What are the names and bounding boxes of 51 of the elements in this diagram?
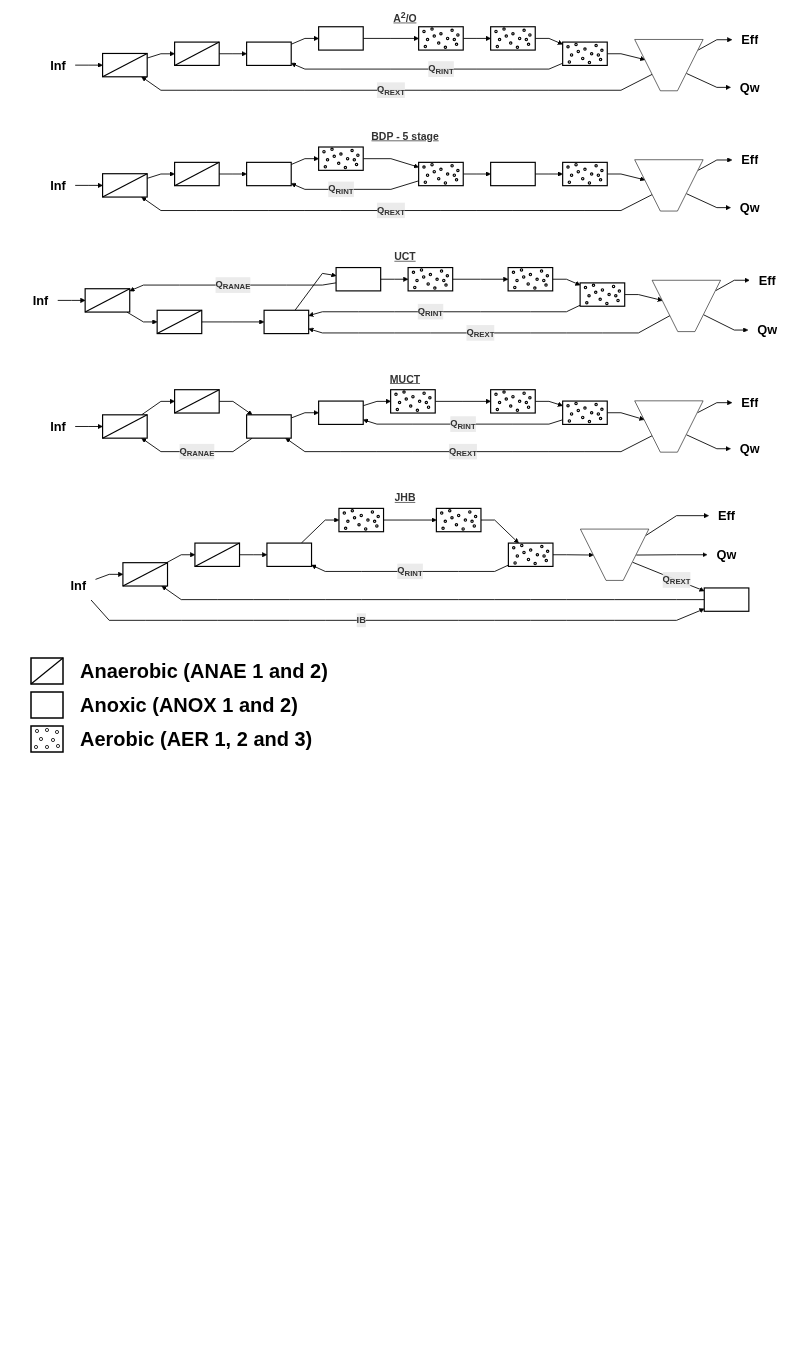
node-box	[489, 161, 536, 187]
edge-label: Q$_{RANAE}$	[214, 278, 250, 292]
node-box	[245, 414, 292, 439]
node-text: Eff	[740, 152, 758, 168]
node-box	[317, 400, 364, 425]
node-text: Qw	[716, 547, 737, 563]
legend-text: Anaerobic (ANAE 1 and 2)	[80, 659, 328, 683]
edge-label: Q$_{REXT}$	[448, 445, 477, 458]
node-funnel	[633, 159, 703, 212]
node-text: Inf	[32, 293, 48, 308]
edge-label: Q$_{REXT}$	[662, 573, 691, 587]
node-text: Eff	[758, 272, 776, 288]
node-text: Qw	[739, 441, 760, 457]
label: A$^{2}$/O	[392, 9, 417, 25]
edge-label: Q$_{RINT}$	[327, 183, 354, 196]
legend-text: Anoxic (ANOX 1 and 2)	[80, 693, 298, 717]
node-text: Inf	[49, 57, 66, 73]
node-funnel	[651, 280, 721, 332]
node-text: Inf	[49, 178, 66, 193]
edge-label: Q$_{REXT}$	[465, 326, 494, 340]
node-text: Eff	[740, 395, 758, 410]
node-text: Inf	[69, 578, 86, 594]
node-text: Eff	[740, 32, 758, 48]
node-text: Qw	[739, 200, 760, 215]
node-box	[265, 542, 312, 567]
node-text: Eff	[717, 508, 735, 523]
node-box	[335, 266, 381, 292]
node-box	[317, 26, 364, 51]
edge-label: Q$_{REXT}$	[376, 204, 405, 217]
legend-text: Aerobic (AER 1, 2 and 3)	[80, 727, 313, 751]
edge-label: Q$_{REXT}$	[376, 84, 405, 97]
node-text: Qw	[756, 322, 777, 338]
node-funnel	[633, 400, 703, 453]
label: BDP - 5 stage	[370, 130, 439, 143]
edge-label: IB	[356, 615, 366, 625]
label: UCT	[393, 250, 416, 263]
edge-label: Q$_{RINT}$	[417, 305, 443, 318]
edge-label: Q$_{RINT}$	[396, 565, 423, 578]
label: MUCT	[389, 373, 420, 386]
node-text: Inf	[49, 419, 66, 434]
node-text: Qw	[739, 80, 760, 95]
node-box	[245, 41, 292, 66]
node-box	[703, 587, 749, 612]
edge-label: Q$_{RINT}$	[427, 62, 454, 76]
edge-label: Q$_{RINT}$	[449, 417, 476, 431]
edge-label: Q$_{RANAE}$	[178, 445, 214, 458]
node-funnel	[579, 528, 649, 581]
label: JHB	[394, 492, 415, 504]
node-funnel	[633, 39, 703, 92]
node-box	[245, 161, 292, 187]
node-box	[263, 309, 309, 335]
